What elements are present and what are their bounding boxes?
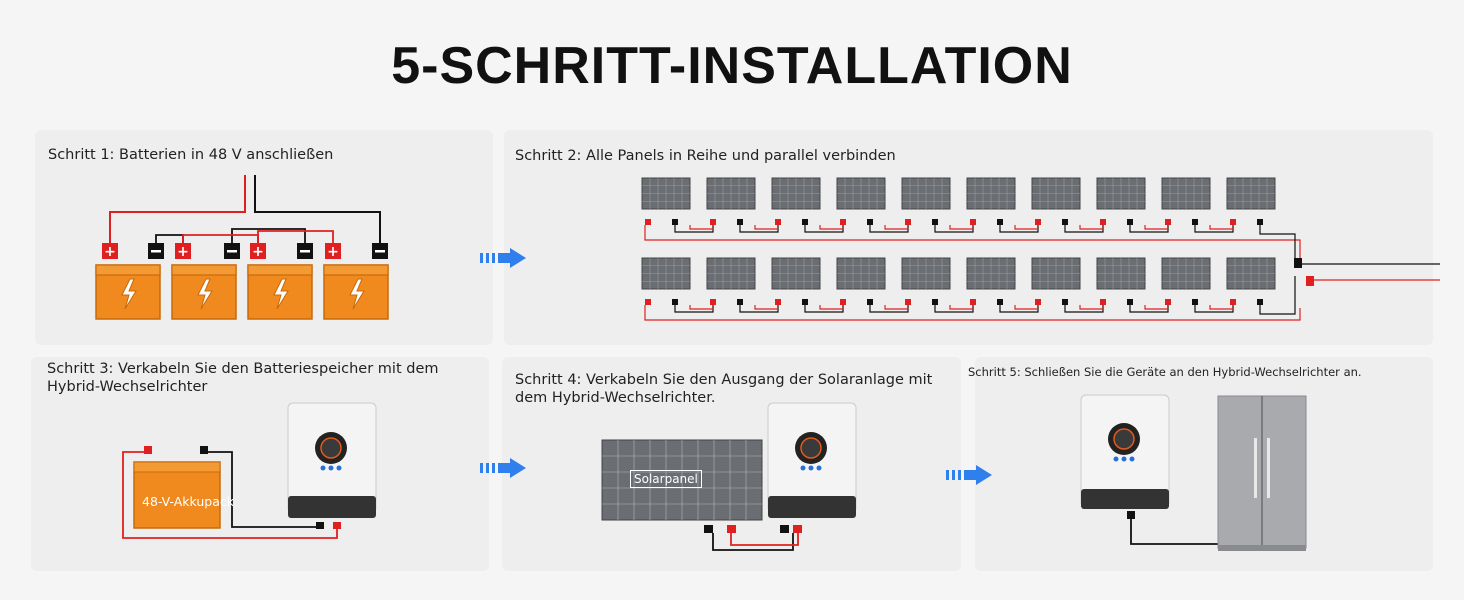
terminal-positive xyxy=(970,299,976,305)
terminal-negative xyxy=(867,299,873,305)
terminal-positive xyxy=(970,219,976,225)
terminal-positive xyxy=(1100,219,1106,225)
terminal-negative xyxy=(672,299,678,305)
step-2-text: Schritt 2: Alle Panels in Reihe und para… xyxy=(515,148,896,164)
battery-terminals: + + + + xyxy=(102,243,388,260)
arrow-1-icon xyxy=(480,248,526,268)
battery-icon xyxy=(95,264,389,320)
terminal-positive xyxy=(645,299,651,305)
step-5-text: Schritt 5: Schließen Sie die Geräte an d… xyxy=(968,365,1362,379)
step-2-solar-array xyxy=(641,177,1440,321)
inverter-icon xyxy=(287,402,377,529)
terminal-negative xyxy=(802,299,808,305)
step-4-diagram xyxy=(601,402,857,551)
battery-pack-icon xyxy=(133,446,221,529)
svg-text:+: + xyxy=(252,244,264,260)
terminal-negative xyxy=(932,219,938,225)
solar-panel-icon xyxy=(706,177,756,210)
terminal-positive xyxy=(1100,299,1106,305)
step-4-text: Schritt 4: Verkabeln Sie den Ausgang der… xyxy=(515,372,933,406)
solar-panel-icon xyxy=(1161,257,1211,290)
solar-panel-icon xyxy=(771,177,821,210)
solar-panel-icon xyxy=(966,257,1016,290)
terminal-positive xyxy=(1165,299,1171,305)
terminal-positive xyxy=(710,299,716,305)
solar-panel-icon xyxy=(1226,257,1276,290)
svg-text:+: + xyxy=(327,244,339,260)
refrigerator-icon xyxy=(1217,395,1307,551)
solar-panel-icon xyxy=(706,257,756,290)
inverter-icon xyxy=(1080,394,1170,509)
solar-panel-icon xyxy=(1096,257,1146,290)
terminal-negative xyxy=(867,219,873,225)
solar-panel-icon xyxy=(641,257,691,290)
terminal-negative xyxy=(1257,299,1263,305)
terminal-negative xyxy=(997,299,1003,305)
terminal-positive xyxy=(1230,219,1236,225)
solar-panel-icon xyxy=(1226,177,1276,210)
terminal-negative xyxy=(672,219,678,225)
terminal-negative xyxy=(737,219,743,225)
terminal-positive xyxy=(775,299,781,305)
step-3-diagram xyxy=(122,402,377,539)
terminal-positive xyxy=(1165,219,1171,225)
solar-panel-icon xyxy=(1031,257,1081,290)
terminal-negative xyxy=(1062,299,1068,305)
step-1-battery-diagram: + + + + xyxy=(95,175,389,320)
page-title: 5-SCHRITT-INSTALLATION xyxy=(391,37,1073,95)
arrow-2-icon xyxy=(480,458,526,478)
terminal-negative xyxy=(802,219,808,225)
terminal-negative xyxy=(1257,219,1263,225)
terminal-negative xyxy=(1127,219,1133,225)
step-5-diagram xyxy=(1080,394,1307,551)
solar-panel-icon xyxy=(966,177,1016,210)
solar-panel-icon xyxy=(601,439,763,521)
svg-text:+: + xyxy=(104,244,116,260)
terminal-negative xyxy=(1127,299,1133,305)
battery-pack-label: 48-V-Akkupack xyxy=(142,494,235,509)
terminal-negative xyxy=(1192,299,1198,305)
terminal-negative xyxy=(1192,219,1198,225)
terminal-negative xyxy=(737,299,743,305)
step-5-panel xyxy=(975,357,1433,571)
solar-panel-icon xyxy=(836,257,886,290)
inverter-icon xyxy=(767,402,857,518)
terminal-positive xyxy=(775,219,781,225)
terminal-positive xyxy=(905,219,911,225)
terminal-positive xyxy=(1035,299,1041,305)
step-3-panel xyxy=(31,357,489,571)
terminal-negative xyxy=(1062,219,1068,225)
terminal-positive xyxy=(710,219,716,225)
solar-panel-label: Solarpanel xyxy=(630,470,702,488)
combiner-positive xyxy=(1306,276,1314,286)
terminal-positive xyxy=(905,299,911,305)
solar-panel-icon xyxy=(901,257,951,290)
step-3-text: Schritt 3: Verkabeln Sie den Batteriespe… xyxy=(47,361,439,395)
terminal-positive xyxy=(645,219,651,225)
solar-panel-icon xyxy=(771,257,821,290)
terminal-positive xyxy=(840,299,846,305)
step-1-text: Schritt 1: Batterien in 48 V anschließen xyxy=(48,147,334,163)
terminal-positive xyxy=(1230,299,1236,305)
combiner-negative xyxy=(1294,258,1302,268)
terminal-positive xyxy=(1035,219,1041,225)
terminal-negative xyxy=(932,299,938,305)
terminal-positive xyxy=(840,219,846,225)
solar-panel-icon xyxy=(1031,177,1081,210)
solar-panel-icon xyxy=(1161,177,1211,210)
svg-text:+: + xyxy=(177,244,189,260)
solar-panel-icon xyxy=(901,177,951,210)
arrow-3-icon xyxy=(946,465,992,485)
terminal-negative xyxy=(997,219,1003,225)
solar-panel-icon xyxy=(836,177,886,210)
solar-panel-icon xyxy=(1096,177,1146,210)
solar-panel-icon xyxy=(641,177,691,210)
